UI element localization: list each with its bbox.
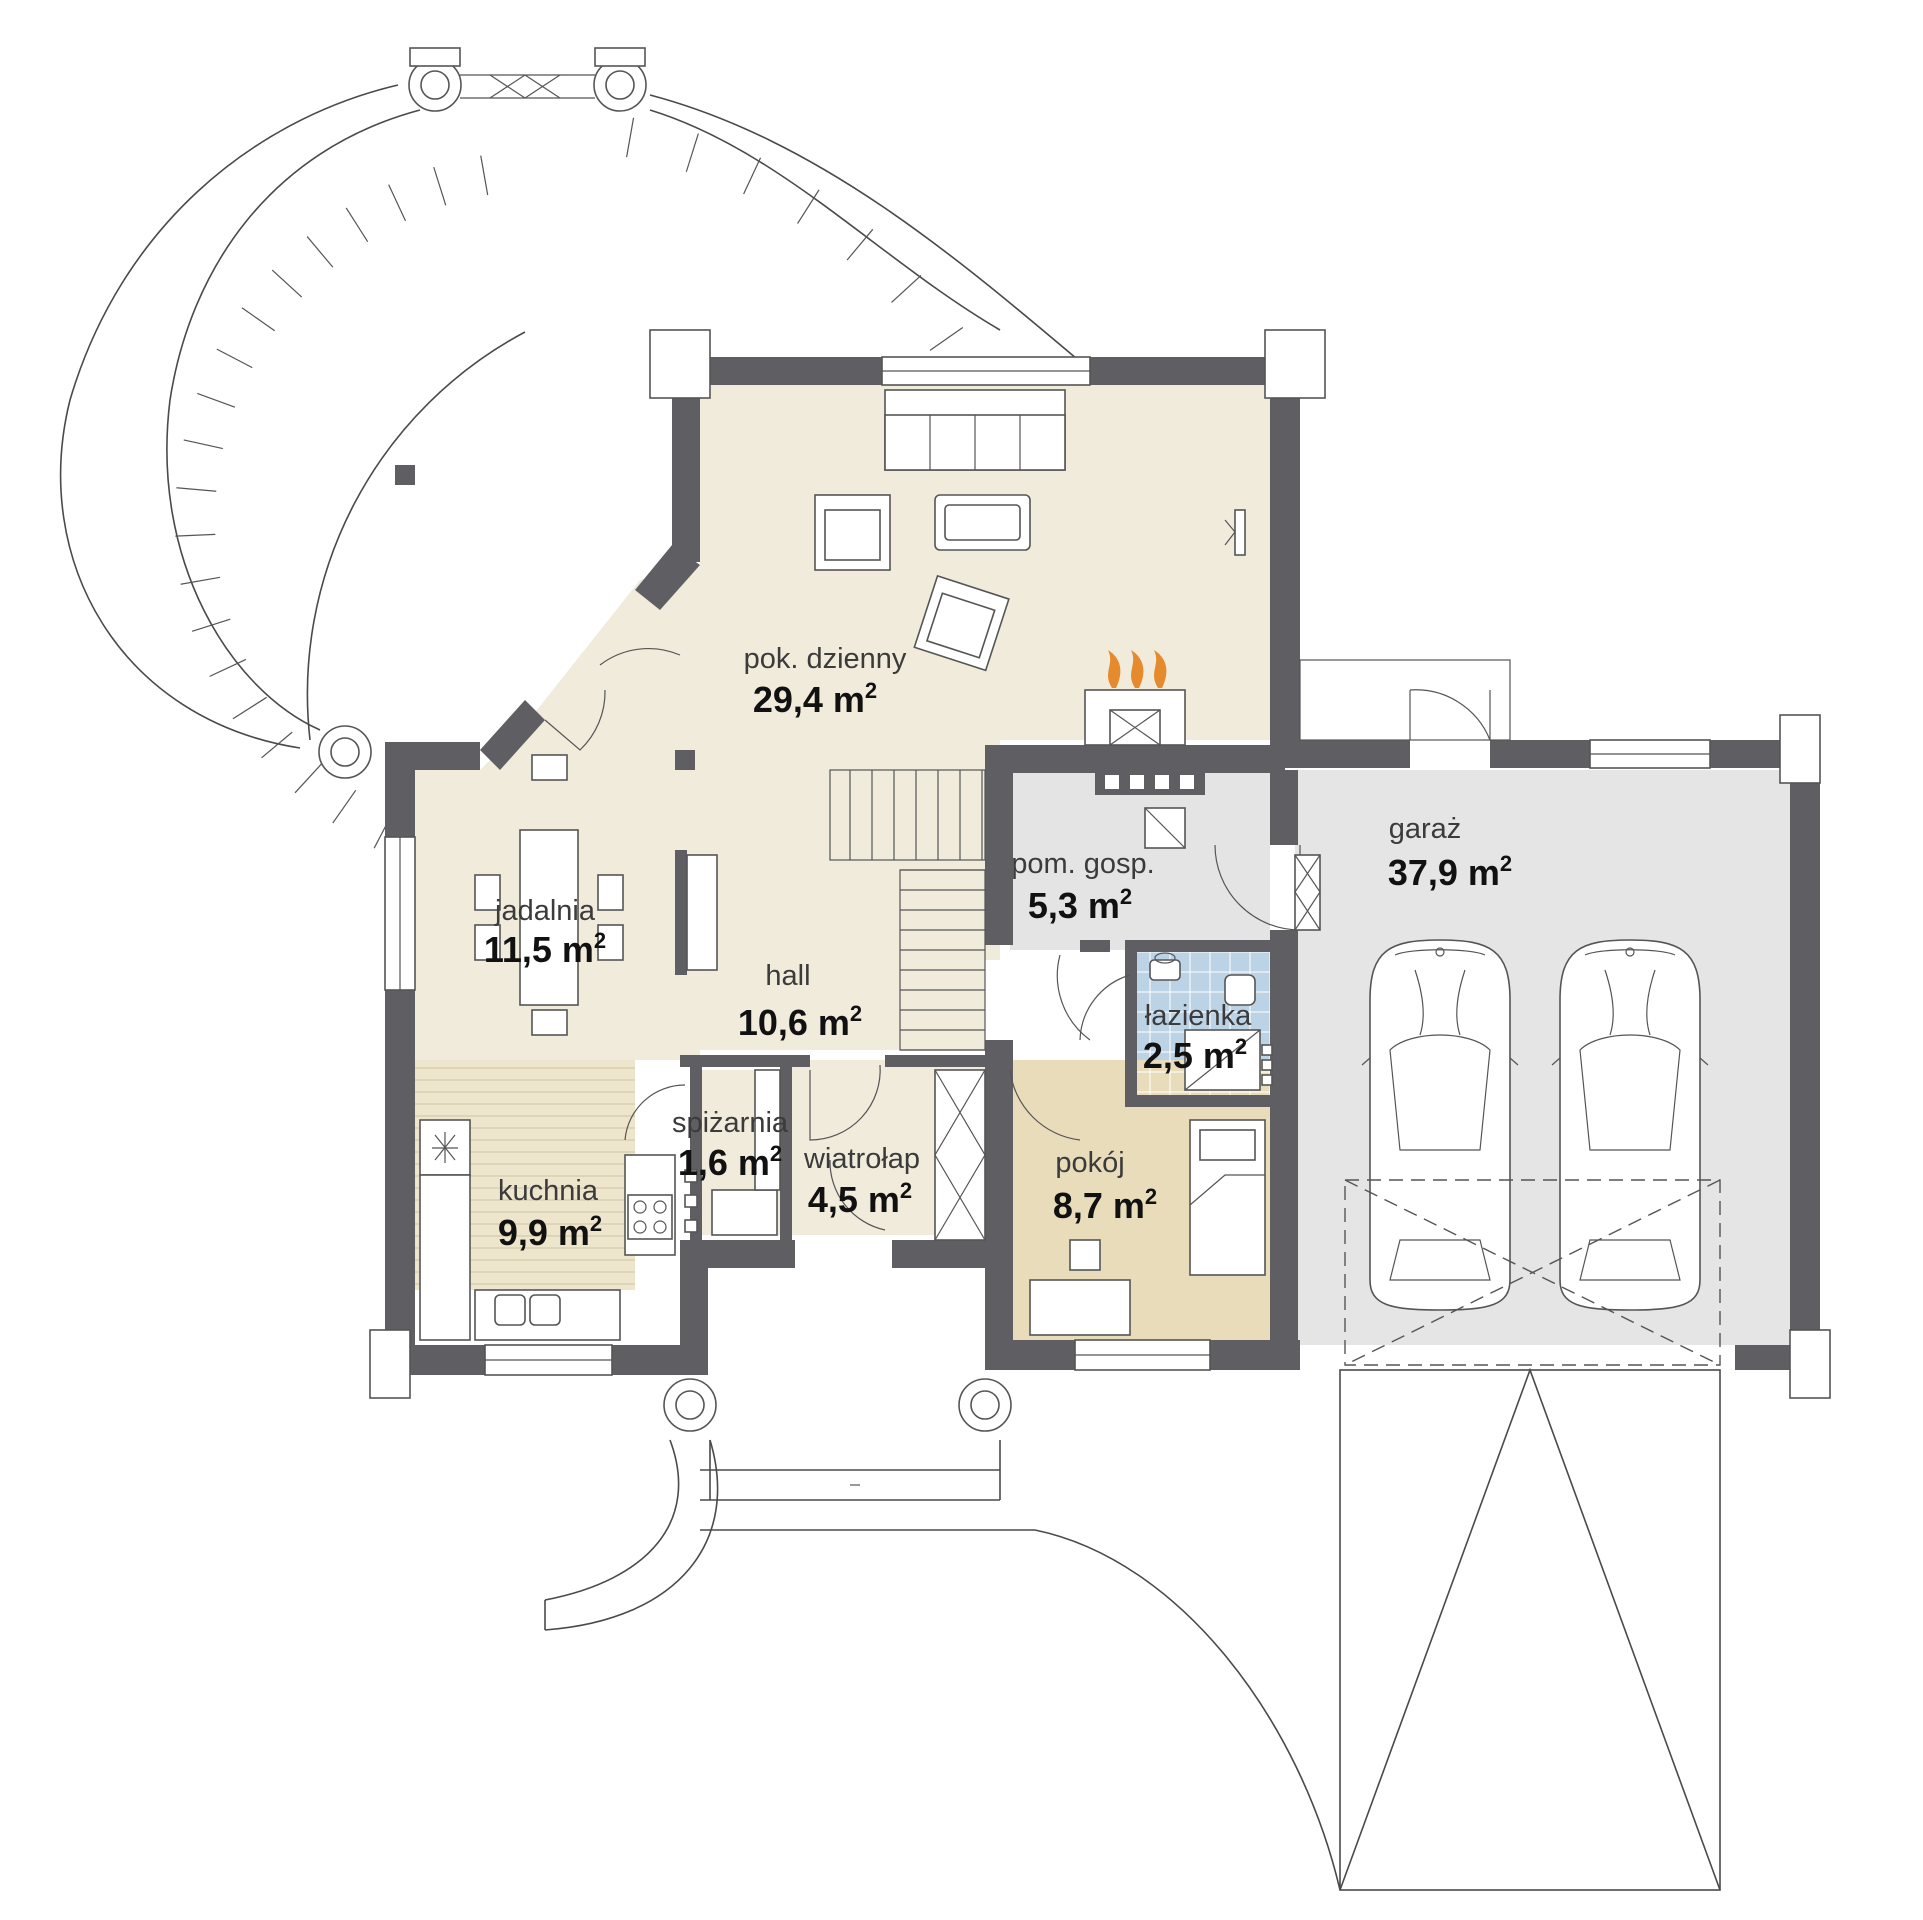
pillar [958,1378,1012,1432]
bed-icon [1189,1119,1266,1276]
railing [460,74,595,99]
fireplace-flame-icon [1108,650,1167,688]
sofa [884,389,1066,471]
dining-table [474,754,624,1036]
pillar [408,47,462,112]
room-name-utility: pom. gosp. [1011,848,1154,880]
coffee-table [934,494,1031,551]
room-area-kitchen: 9,9 m2 [498,1211,602,1253]
room-name-vestibule: wiatrołap [803,1143,920,1175]
stove-icon [627,1194,673,1240]
garage-door-path [1344,1179,1721,1366]
terrace [59,47,1091,889]
room-area-hall: 10,6 m2 [738,1001,862,1043]
room-area-garage: 37,9 m2 [1388,851,1512,893]
shower-icon [1184,1029,1261,1091]
walls [385,357,1820,1375]
room-area-dining: 11,5 m2 [484,928,606,970]
doors [544,648,1511,1231]
room-name-dining: jadalnia [494,895,596,927]
pillar [318,725,372,779]
sink-icon [494,1294,561,1326]
room-name-garage: garaż [1389,813,1462,845]
post [395,465,415,485]
room-area-vestibule: 4,5 m2 [808,1178,912,1220]
room-name-pantry: spiżarnia [672,1107,789,1139]
armchair [913,574,1010,672]
armchair [814,494,891,571]
kitchen-unit [419,1119,698,1341]
room-name-kitchen: kuchnia [498,1175,599,1207]
room-area-utility: 5,3 m2 [1028,884,1132,926]
room-labels: pok. dzienny 29,4 m2 jadalnia 11,5 m2 ha… [484,643,1512,1253]
staircase [829,769,986,1051]
car-icon [1551,939,1709,1311]
wardrobe [934,1069,986,1241]
room-name-room: pokój [1055,1147,1124,1179]
room-area-pantry: 1,6 m2 [678,1141,782,1183]
tv-icon [1224,509,1246,556]
room-name-bathroom: łazienka [1145,1000,1252,1032]
room-area-living: 29,4 m2 [753,678,877,720]
pillar [663,1378,717,1432]
fireplace [1084,650,1186,746]
driveway [544,1367,1721,1891]
room-name-living: pok. dzienny [744,643,907,675]
car-icon [1361,939,1519,1311]
furniture [419,389,1321,1341]
chimney [1095,770,1205,849]
toilet-icon [1149,952,1181,981]
room-area-room: 8,7 m2 [1053,1184,1157,1226]
room-name-hall: hall [765,960,810,992]
pillar [593,47,647,112]
room-area-bathroom: 2,5 m2 [1143,1034,1247,1076]
windows [369,329,1831,1399]
